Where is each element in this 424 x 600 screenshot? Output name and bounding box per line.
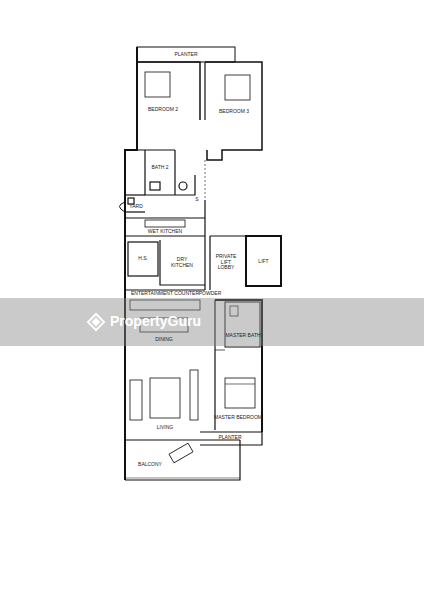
walls <box>120 47 263 480</box>
room-label: MASTER BATH <box>225 333 260 339</box>
room-label: WET KITCHEN <box>148 229 182 235</box>
room-label: LIFT <box>258 258 268 264</box>
room-label: POWDER <box>199 291 222 297</box>
room-label: YARD <box>129 204 143 210</box>
room-label: ENTERTAINMENT COUNTER <box>131 291 199 297</box>
room-label: PRIVATE LIFT LOBBY <box>213 254 239 271</box>
watermark: PropertyGuru <box>110 314 201 329</box>
room-label: BEDROOM 3 <box>219 109 249 115</box>
watermark-band <box>0 298 424 346</box>
room-label: BEDROOM 2 <box>148 107 178 113</box>
room-label: S <box>195 197 198 203</box>
room-label: H.S. <box>138 256 148 262</box>
room-label: BATH 2 <box>151 165 168 171</box>
lift-box: LIFT <box>245 235 282 287</box>
watermark-logo <box>88 314 104 330</box>
room-label: PLANTER <box>174 52 197 58</box>
room-label: MASTER BEDROOM <box>214 415 262 421</box>
room-label: LIVING <box>157 425 173 431</box>
room-label: PLANTER <box>218 435 241 441</box>
room-label: DINING <box>155 337 173 343</box>
room-label: DRY KITCHEN <box>169 257 195 268</box>
room-label: BALCONY <box>138 462 162 468</box>
